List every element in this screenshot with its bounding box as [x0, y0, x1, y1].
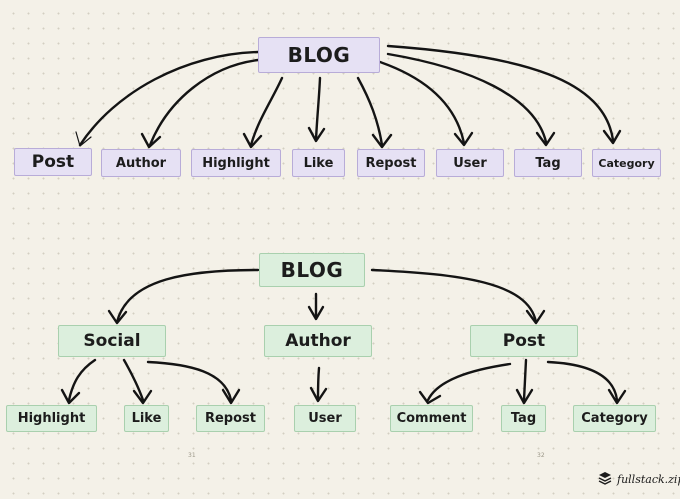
leaf-node-like: Like — [124, 405, 169, 432]
arrow-blog-highlight — [242, 76, 284, 149]
top-node-post: Post — [14, 148, 92, 176]
arrow-blog-repost — [356, 76, 393, 149]
arrow-blog-like — [307, 76, 326, 143]
leaf-node-tag: Tag — [501, 405, 546, 432]
page-number-left: 31 — [188, 452, 196, 459]
group-node-social: Social — [58, 325, 166, 357]
arrow-blog-category — [386, 44, 622, 145]
arrow-author-user — [309, 366, 328, 403]
arrow-post-tag — [515, 358, 534, 405]
top-node-repost: Repost — [357, 149, 425, 177]
arrow-blog-author — [140, 58, 260, 149]
arrow-social-highlight — [60, 358, 97, 405]
arrow-blog2-post — [370, 268, 546, 325]
leaf-node-highlight: Highlight — [6, 405, 97, 432]
arrow-blog-post — [75, 50, 260, 147]
top-node-highlight: Highlight — [191, 149, 281, 177]
top-root-blog: BLOG — [258, 37, 380, 73]
leaf-node-comment: Comment — [390, 405, 473, 432]
group-node-author: Author — [264, 325, 372, 357]
group-node-post: Post — [470, 325, 578, 357]
brand-name: fullstack.zip — [617, 473, 680, 486]
top-node-author: Author — [101, 149, 181, 177]
arrow-post-comment — [418, 362, 512, 405]
arrow-social-repost — [146, 360, 241, 405]
arrow-blog-tag — [386, 52, 556, 147]
brand-logo: fullstack.zip — [598, 470, 680, 489]
leaf-node-category: Category — [573, 405, 656, 432]
arrow-social-like — [122, 358, 153, 405]
leaf-node-user: User — [294, 405, 356, 432]
top-node-user: User — [436, 149, 504, 177]
arrow-post-category — [546, 360, 627, 405]
arrow-blog-user — [378, 60, 474, 147]
arrow-blog2-social — [107, 268, 260, 325]
arrow-blog2-author — [307, 292, 325, 321]
top-node-like: Like — [292, 149, 345, 177]
stack-layers-icon — [598, 470, 612, 489]
bottom-root-blog: BLOG — [259, 253, 365, 287]
leaf-node-repost: Repost — [196, 405, 265, 432]
page-number-right: 32 — [537, 452, 545, 459]
top-node-tag: Tag — [514, 149, 582, 177]
top-node-category: Category — [592, 149, 661, 177]
